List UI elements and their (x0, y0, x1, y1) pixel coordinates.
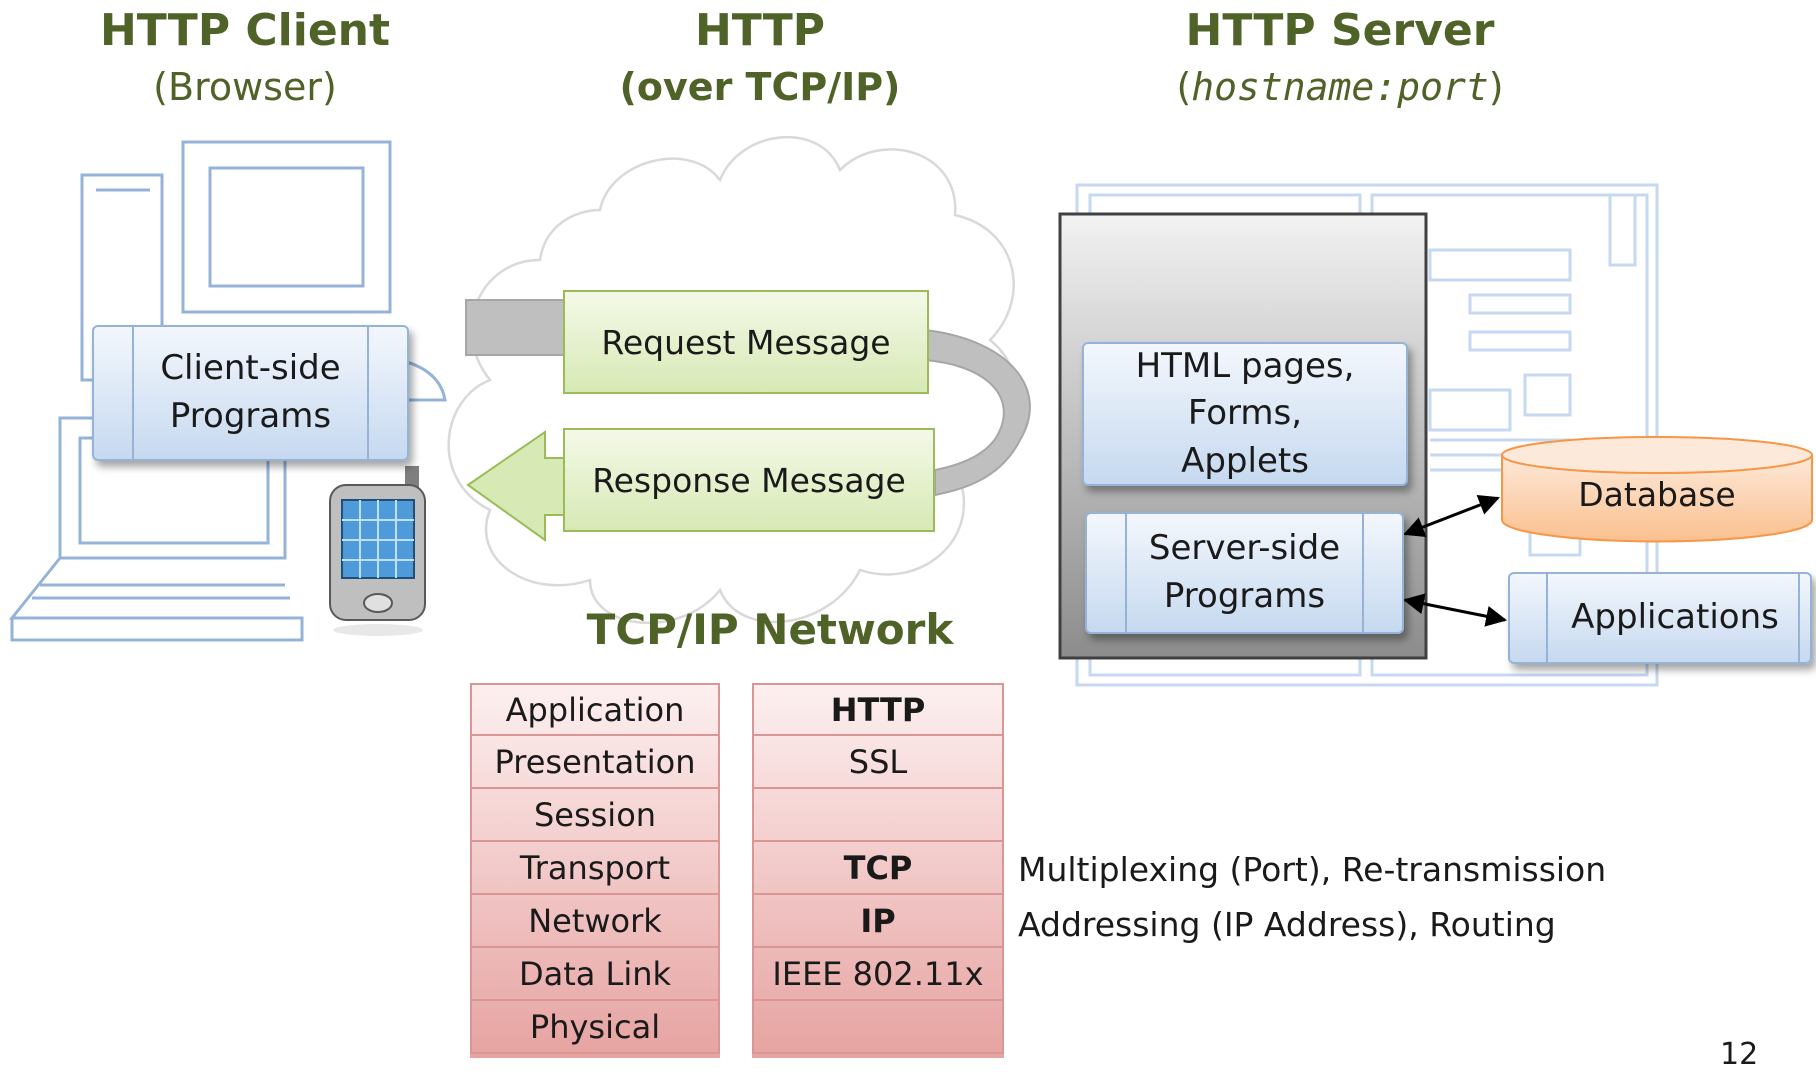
server-programs-label: Server-side Programs (1148, 528, 1341, 616)
response-message-label: Response Message (592, 460, 906, 500)
response-message-box: Response Message (563, 428, 935, 532)
internet-cloud-icon (447, 135, 1020, 625)
protocol-cell (752, 1001, 1004, 1054)
client-computer-icon (8, 140, 447, 642)
apps-link-arrow (1402, 593, 1508, 627)
protocols-column: HTTP SSL TCP IP IEEE 802.11x (752, 683, 1004, 1054)
osi-layer: Physical (470, 1001, 720, 1054)
protocol-cell: TCP (752, 842, 1004, 895)
mobile-phone-icon (329, 466, 426, 636)
server-subtitle-close: ) (1488, 65, 1504, 109)
html-pages-label: HTML pages, Forms, Applets (1135, 345, 1355, 481)
server-subtitle-host: hostname (1191, 65, 1375, 109)
network-title: TCP/IP Network (586, 605, 954, 654)
server-subtitle: (hostname:port) (1100, 65, 1580, 111)
osi-layer: Data Link (470, 948, 720, 1001)
osi-layers-bg (470, 683, 720, 1058)
server-title: HTTP Server (1185, 5, 1495, 56)
server-subtitle-open: ( (1176, 65, 1192, 109)
server-programs-box: Server-side Programs (1085, 512, 1404, 634)
http-subtitle: (over TCP/IP) (619, 65, 901, 109)
protocols-bg (752, 683, 1004, 1058)
html-pages-box: HTML pages, Forms, Applets (1082, 342, 1408, 486)
protocol-cell: IEEE 802.11x (752, 948, 1004, 1001)
applications-label: Applications (1571, 597, 1779, 638)
client-programs-box: Client-side Programs (92, 325, 409, 461)
osi-layers-column: Application Presentation Session Transpo… (470, 683, 720, 1054)
client-subtitle: (Browser) (153, 65, 337, 109)
applications-box: Applications (1508, 572, 1812, 664)
page-number: 12 (1720, 1037, 1759, 1072)
network-note: Addressing (IP Address), Routing (1018, 905, 1556, 944)
protocol-cell: IP (752, 895, 1004, 948)
osi-layer: Presentation (470, 736, 720, 789)
osi-layer: Session (470, 789, 720, 842)
protocol-cell: SSL (752, 736, 1004, 789)
http-title: HTTP (694, 5, 826, 56)
osi-layer: Application (470, 683, 720, 736)
client-programs-label: Client-side Programs (160, 348, 341, 436)
osi-layer: Transport (470, 842, 720, 895)
client-title: HTTP Client (99, 5, 391, 56)
request-response-loop-arrow (465, 299, 1031, 542)
server-subtitle-sep: : (1374, 65, 1398, 109)
request-message-box: Request Message (563, 290, 929, 394)
db-link-arrow (1403, 495, 1500, 537)
protocol-cell (752, 789, 1004, 842)
transport-note: Multiplexing (Port), Re-transmission (1018, 850, 1607, 889)
database-label: Database (1578, 475, 1736, 514)
protocol-cell: HTTP (752, 683, 1004, 736)
request-message-label: Request Message (601, 322, 891, 362)
server-subtitle-port: port (1397, 65, 1489, 109)
database-cylinder-icon (1501, 436, 1813, 543)
osi-layer: Network (470, 895, 720, 948)
